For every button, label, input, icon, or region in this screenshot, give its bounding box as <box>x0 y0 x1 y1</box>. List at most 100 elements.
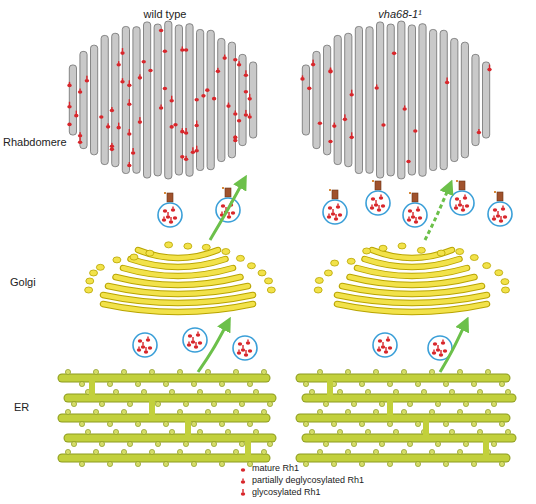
vesicle-membrane <box>323 200 347 224</box>
glycan-tag <box>302 75 303 77</box>
rh1-dot <box>454 206 458 210</box>
ribosome <box>219 381 224 386</box>
golgi-vesicle <box>347 258 355 264</box>
ribosome <box>107 421 112 426</box>
ribosome <box>79 461 84 466</box>
glycan-tag <box>478 129 479 131</box>
microvillus <box>133 27 140 173</box>
glycan-tag <box>382 342 383 346</box>
rh1-dot <box>241 348 245 352</box>
ribosome <box>93 369 98 374</box>
glycan-tag <box>122 48 123 52</box>
microvillus <box>387 24 394 176</box>
glycan-tag <box>375 200 376 204</box>
ribosome <box>211 401 216 406</box>
ribosome <box>113 429 118 434</box>
ribosome <box>345 409 350 414</box>
microvillus <box>144 22 151 178</box>
golgi-vesicle <box>85 287 93 293</box>
rh1-dot <box>381 345 385 349</box>
rh1-dot <box>492 217 496 221</box>
glycan-tag <box>132 148 133 152</box>
ribosome <box>323 401 328 406</box>
glycan-tag <box>330 68 331 70</box>
er-tubule-outline <box>300 414 506 423</box>
legend-entry: partially deglycosylated Rh1 <box>238 474 364 486</box>
glycan-tag <box>408 217 409 219</box>
rhabdomere <box>300 21 491 179</box>
glycan-tag <box>107 123 108 125</box>
vesicle-coat <box>494 191 496 193</box>
rh1-dot <box>223 56 227 60</box>
glycan-tag <box>138 347 139 349</box>
glycan-tag <box>440 350 441 354</box>
er-tubule <box>306 395 512 402</box>
ribosome <box>79 421 84 426</box>
rh1-dot <box>350 93 354 97</box>
golgi-vesicle <box>130 254 138 260</box>
ribosome <box>85 429 90 434</box>
rh1-dot <box>445 81 449 85</box>
rh1-dot <box>461 208 465 212</box>
legend-entry: glycosylated Rh1 <box>238 486 364 498</box>
cisterna-outline <box>138 250 218 258</box>
rh1-dot <box>74 114 78 118</box>
rh1-dot <box>170 99 174 103</box>
glycan-tag <box>238 61 239 63</box>
rh1-dot <box>231 211 235 215</box>
rh1-dot <box>331 212 335 216</box>
rh1-dot <box>455 197 459 201</box>
rh1-dot <box>379 196 383 200</box>
glycan-tag <box>464 195 465 197</box>
glycan-tag <box>380 195 381 197</box>
rh1-dot <box>184 131 188 135</box>
rh1-dot <box>146 338 150 342</box>
ribosome <box>443 421 448 426</box>
ribosome <box>99 401 104 406</box>
rh1-dot <box>67 123 71 127</box>
rh1-dot <box>248 115 252 119</box>
ribosome <box>463 441 468 446</box>
microvillus <box>334 35 341 164</box>
rh1-dot <box>191 150 195 154</box>
rh1-dot <box>244 73 248 77</box>
rh1-dot <box>148 69 152 73</box>
glycan-tag <box>160 105 161 107</box>
glycan-tag <box>118 61 119 63</box>
rh1-dot <box>205 88 209 92</box>
ribosome <box>463 401 468 406</box>
rh1-dot <box>78 140 82 144</box>
rh1-dot <box>392 52 396 56</box>
glycan-tag <box>415 217 416 221</box>
glycan-tag <box>122 78 123 80</box>
glycan-tag <box>385 347 386 351</box>
column-heading: wild type <box>144 8 187 21</box>
glycan-tag <box>182 128 183 130</box>
vesicle <box>488 191 512 226</box>
ribosome <box>191 461 196 466</box>
microvillus <box>175 25 182 175</box>
ribosome <box>401 449 406 454</box>
ribosome <box>121 409 126 414</box>
golgi-vesicle <box>184 243 192 249</box>
ribosome <box>345 369 350 374</box>
rh1-dot <box>318 121 322 125</box>
golgi-vesicle <box>96 264 104 270</box>
ribosome <box>253 389 258 394</box>
rh1-dot <box>328 70 332 74</box>
microvillus <box>154 24 161 176</box>
rh1-dot <box>141 345 145 349</box>
glycan-tag <box>245 110 246 114</box>
er-junction <box>149 398 155 418</box>
ribosome <box>79 381 84 386</box>
rh1-dot <box>85 79 89 83</box>
legend-symbol <box>238 463 248 473</box>
rh1-dot <box>163 49 167 53</box>
er-tubule <box>300 415 506 422</box>
rh1-dot <box>117 126 121 130</box>
vesicle-membrane <box>403 203 427 227</box>
rh1-dot <box>173 123 177 127</box>
ribosome <box>351 441 356 446</box>
golgi-vesicle <box>236 255 244 261</box>
ribosome <box>155 401 160 406</box>
